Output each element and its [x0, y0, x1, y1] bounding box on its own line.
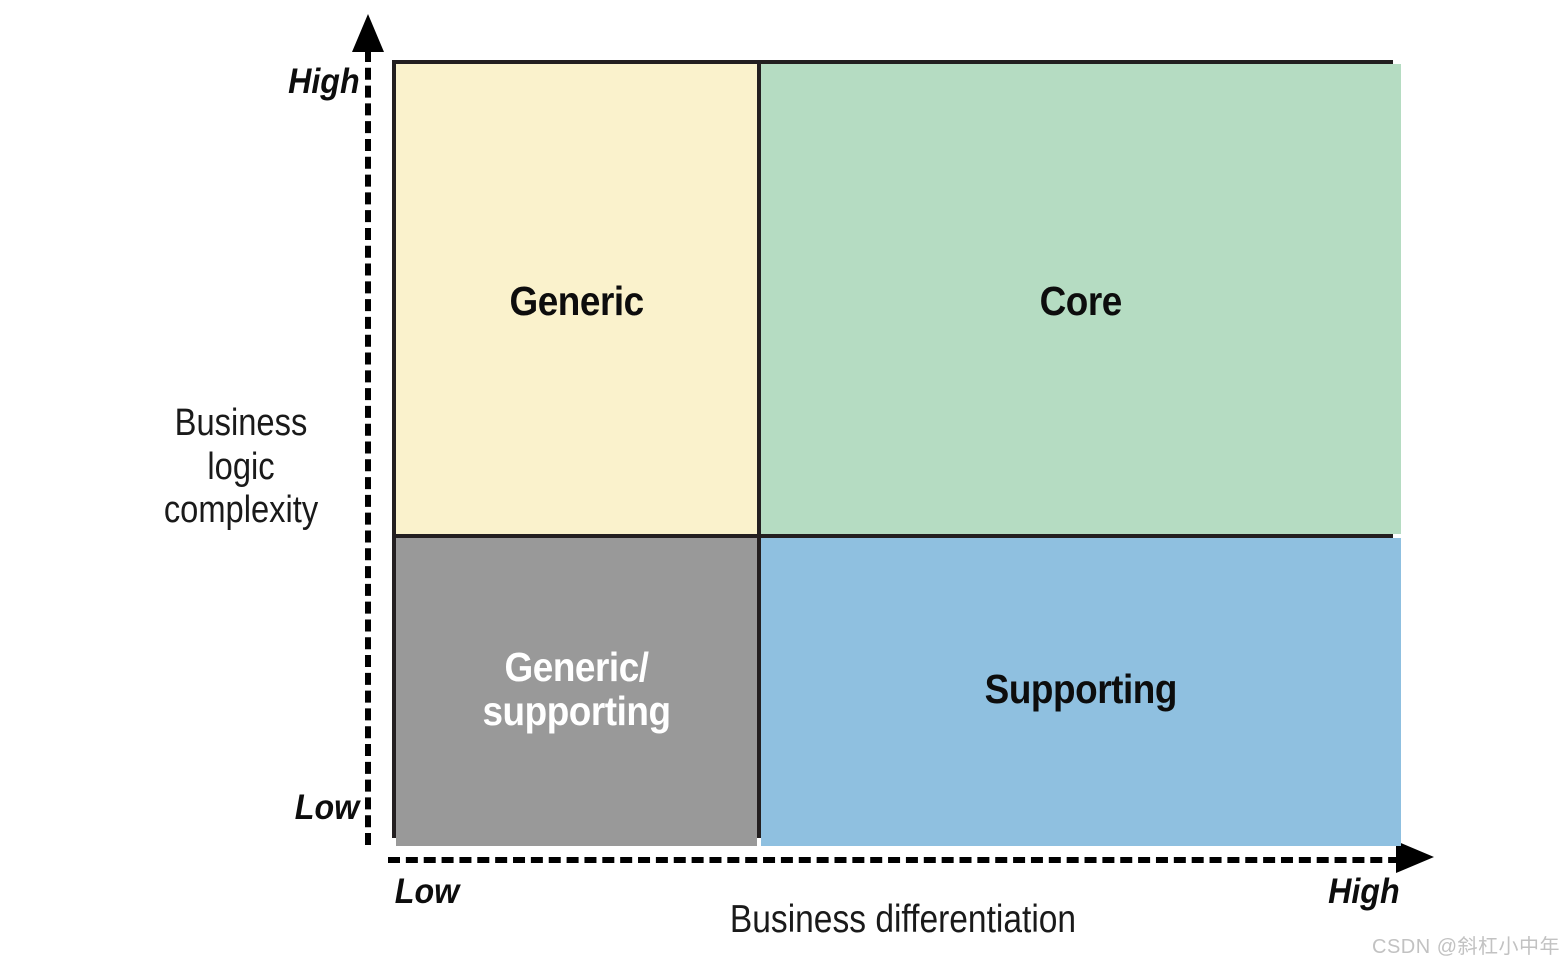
- x-axis-title: Business differentiation: [729, 898, 1077, 941]
- quadrant-core: Core: [761, 64, 1401, 534]
- y-axis-arrow-icon: [352, 14, 384, 52]
- y-axis-title: Business logic complexity: [163, 402, 319, 532]
- y-axis-low-tick-label: Low: [294, 788, 360, 827]
- x-axis-arrow-icon: [1396, 841, 1434, 873]
- x-axis-low-tick-label: Low: [394, 872, 460, 911]
- quadrant-supporting: Supporting: [761, 538, 1401, 846]
- quadrant-generic: Generic: [396, 64, 757, 534]
- quadrant-generic-supporting: Generic/ supporting: [396, 538, 757, 846]
- quadrant-matrix: Generic Core Generic/ supporting Support…: [392, 60, 1401, 846]
- csdn-watermark: CSDN @斜杠小中年: [1372, 936, 1561, 958]
- x-axis-high-tick-label: High: [1328, 872, 1400, 911]
- quadrant-generic-label: Generic: [509, 277, 644, 324]
- y-axis-line: [365, 50, 371, 845]
- quadrant-supporting-label: Supporting: [984, 665, 1178, 712]
- x-axis-line: [388, 857, 1418, 863]
- quadrant-core-label: Core: [1039, 277, 1123, 324]
- quadrant-generic-supporting-label: Generic/ supporting: [482, 643, 671, 734]
- y-axis-high-tick-label: High: [288, 62, 360, 101]
